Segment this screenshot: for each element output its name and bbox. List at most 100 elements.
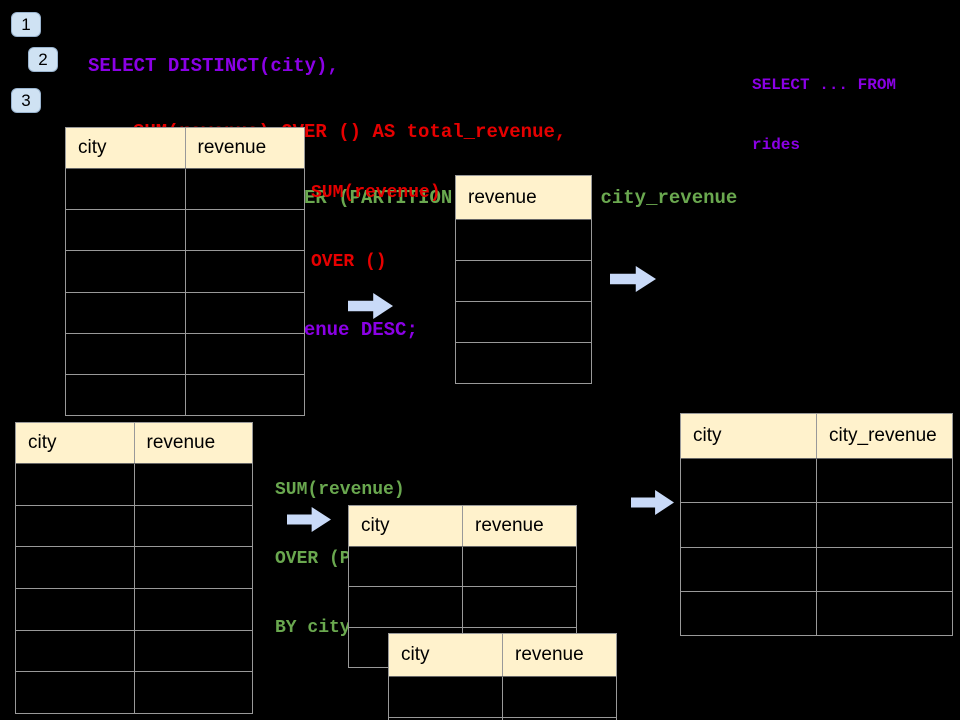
table-cell-empty — [134, 547, 252, 589]
table-cell-empty — [349, 547, 463, 587]
table-partition-2: city revenue — [388, 633, 617, 720]
table-row — [681, 547, 952, 592]
annotation-sum-over-total: SUM(revenue) OVER () — [311, 136, 441, 320]
table-header-row: city revenue — [66, 128, 304, 169]
table-cell-empty — [134, 672, 252, 714]
table-row — [349, 587, 576, 628]
table-cell-empty — [817, 547, 952, 591]
table-cell-empty — [16, 630, 135, 672]
sql-line-select: SELECT DISTINCT(city), — [88, 55, 339, 77]
table-header-row: city revenue — [349, 506, 576, 547]
table-cell-empty — [389, 677, 503, 717]
table-cell-empty — [185, 374, 304, 416]
table-cell-empty — [681, 503, 817, 547]
table-cell-empty — [16, 589, 135, 630]
table-row — [66, 210, 304, 252]
column-header-revenue: revenue — [475, 515, 544, 536]
table-cell-empty — [185, 333, 304, 374]
table-header-row: city revenue — [16, 423, 252, 464]
table-cell-empty — [456, 343, 591, 383]
table-cell-empty — [456, 220, 591, 260]
table-cell-empty — [456, 261, 591, 301]
table-cell-empty — [463, 587, 576, 627]
table-row — [16, 589, 252, 631]
table-cell-empty — [349, 587, 463, 627]
table-cell-empty — [16, 672, 135, 714]
table-row — [389, 677, 616, 718]
table-header-row: city revenue — [389, 634, 616, 677]
table-cell-empty — [16, 505, 135, 547]
table-cell-empty — [503, 677, 616, 717]
column-header-city: city — [389, 634, 503, 676]
table-row — [349, 547, 576, 588]
table-row — [66, 333, 304, 375]
table-row — [16, 464, 252, 506]
column-header-city: city — [66, 128, 186, 168]
side-note-line-2: rides — [752, 136, 801, 154]
table-cell-empty — [134, 464, 252, 505]
column-header-city: city — [681, 414, 817, 458]
table-city-revenue-result: city city_revenue — [680, 413, 953, 636]
table-row — [66, 374, 304, 416]
table-cell-empty — [389, 718, 503, 720]
table-cell-empty — [185, 251, 304, 292]
table-rides-bottom: city revenue — [15, 422, 253, 714]
table-cell-empty — [16, 464, 135, 505]
table-cell-empty — [185, 292, 304, 333]
annotation-partition-line-3: BY city) — [275, 618, 362, 638]
table-rides-top: city revenue — [65, 127, 305, 416]
table-cell-empty — [66, 210, 186, 251]
table-cell-empty — [66, 374, 186, 416]
arrow-right-icon — [631, 490, 674, 515]
table-cell-empty — [66, 169, 186, 210]
table-cell-empty — [134, 505, 252, 547]
column-header-city: city — [349, 506, 463, 546]
annotation-total-line-2: OVER () — [311, 252, 387, 272]
table-cell-empty — [817, 591, 952, 635]
table-cell-empty — [681, 459, 817, 503]
table-total-revenue: revenue — [455, 175, 592, 384]
step-badge-3: 3 — [11, 88, 41, 113]
column-header-revenue: revenue — [468, 186, 537, 208]
table-cell-empty — [817, 503, 952, 547]
column-header-city: city — [16, 423, 135, 463]
table-row — [681, 459, 952, 504]
table-cell-empty — [817, 459, 952, 503]
table-cell-empty — [503, 718, 616, 720]
table-row — [681, 503, 952, 548]
table-cell-empty — [66, 292, 186, 333]
table-row — [456, 261, 591, 302]
column-header-revenue: revenue — [197, 137, 267, 158]
table-row — [16, 547, 252, 590]
table-header-row: revenue — [456, 176, 591, 220]
table-header-row: city city_revenue — [681, 414, 952, 459]
table-row — [456, 343, 591, 383]
table-cell-empty — [16, 547, 135, 589]
column-header-revenue: revenue — [146, 432, 216, 453]
step-badge-1: 1 — [11, 12, 41, 37]
step-badge-2: 2 — [28, 47, 58, 72]
table-row — [456, 302, 591, 343]
table-row — [389, 718, 616, 720]
side-note-select-from-rides: SELECT ... FROM rides — [752, 35, 896, 195]
table-cell-empty — [681, 547, 817, 591]
table-cell-empty — [185, 169, 304, 210]
table-row — [66, 292, 304, 334]
table-row — [66, 169, 304, 211]
table-cell-empty — [456, 302, 591, 342]
side-note-line-1: SELECT ... FROM — [752, 76, 897, 94]
table-row — [456, 220, 591, 261]
table-cell-empty — [681, 591, 817, 635]
table-row — [16, 672, 252, 714]
table-cell-empty — [185, 210, 304, 251]
table-cell-empty — [66, 333, 186, 374]
column-header-city_revenue: city_revenue — [829, 425, 937, 446]
column-header-revenue: revenue — [515, 644, 584, 665]
table-cell-empty — [134, 630, 252, 672]
annotation-total-line-1: SUM(revenue) — [311, 183, 441, 203]
table-row — [681, 591, 952, 635]
annotation-partition-line-1: SUM(revenue) — [275, 480, 405, 500]
table-cell-empty — [66, 251, 186, 292]
table-row — [16, 505, 252, 548]
